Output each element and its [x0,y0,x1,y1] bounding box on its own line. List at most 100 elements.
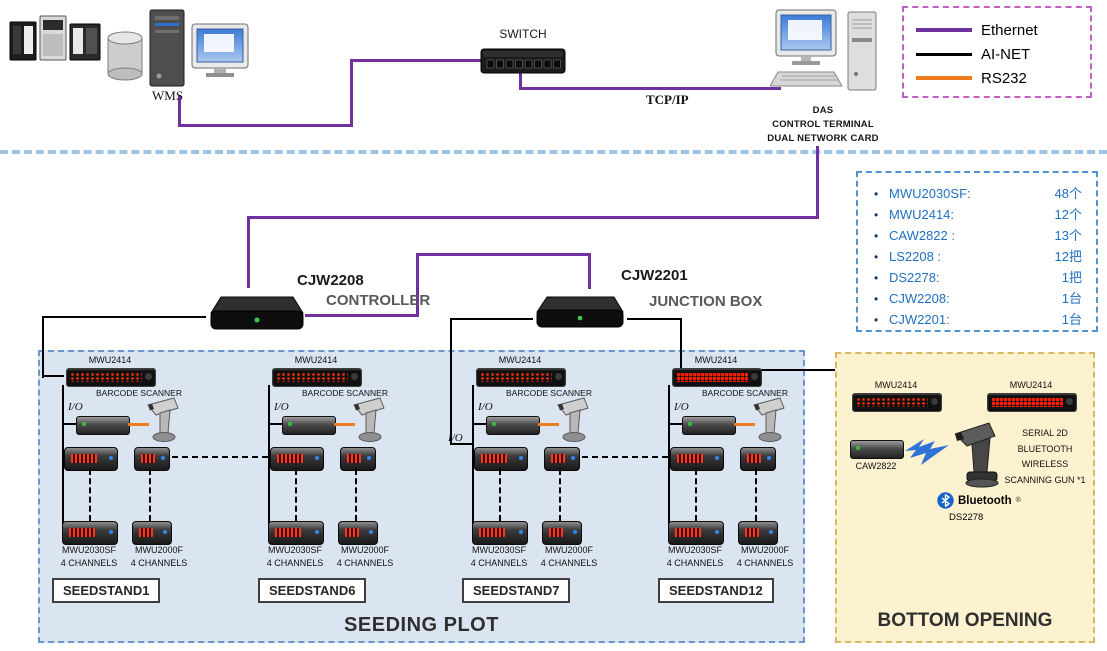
rs232-line-swatch [916,76,972,80]
dashed-connection [695,469,697,521]
ai-net-line [270,423,283,425]
ethernet-line [350,59,482,62]
gun-model-label: DS2278 [949,512,984,523]
ai-net-line [42,375,64,377]
ethernet-line [178,96,181,127]
das-label: DAS [812,105,834,116]
bullet-icon: • [874,187,879,201]
dashed-connection [149,469,151,521]
das-terminal-labels: DAS CONTROL TERMINAL DUAL NETWORK CARD [745,104,901,146]
seedstand: MWU2414 BARCODE SCANNER I/O I/O MWU2030S… [448,354,662,616]
dashed-connection [559,469,561,521]
ethernet-line [416,253,419,317]
device-model-label: MWU2000F [134,545,183,555]
ai-net-line [450,318,452,445]
ai-net-line [627,318,682,320]
channels-label: 4 CHANNELS [336,558,394,568]
parts-row: • MWU2414: 12个 [874,204,1084,225]
legend-label: Ethernet [981,21,1038,39]
junction-box-device-icon [536,296,624,328]
dashed-connection [89,469,91,521]
ethernet-line [519,73,522,90]
channel-reader-device [542,521,582,545]
channel-reader-device [268,521,324,545]
channel-reader-device [472,521,528,545]
seedstand-name-box: SEEDSTAND7 [462,578,571,603]
gun-text-line: WIRELESS [1021,459,1069,469]
parts-row: • LS2208 : 12把 [874,246,1084,267]
caw-reader-device [282,416,336,435]
device-model-label: MWU2000F [740,545,789,555]
dashed-connection [499,469,501,521]
channel-reader-device [668,521,724,545]
bluetooth-label: Bluetooth [958,494,1012,507]
device-model-label: MWU2030SF [667,545,722,555]
rs232-line [734,423,755,426]
ai-net-line [450,318,533,320]
display-model-label: MWU2414 [694,355,738,365]
parts-row: • CAW2822 : 13个 [874,225,1084,246]
legend-item-rs232: RS232 [916,69,1027,87]
channel-reader-device [544,447,580,471]
ai-net-bus-line [62,385,64,534]
ai-net-line [760,369,846,371]
section-divider-line [0,150,1107,154]
part-qty: 12个 [1054,207,1082,222]
led-display-bar [852,393,942,412]
ai-net-bus-line [268,385,270,534]
seeding-plot-area: SEEDING PLOT [38,350,805,643]
barcode-scanner-icon [753,397,785,442]
seedstand-name-box: SEEDSTAND12 [658,578,774,603]
bullet-icon: • [874,229,879,243]
part-name: LS2208 : [889,249,942,264]
channel-reader-device [338,521,378,545]
channel-reader-device [64,447,118,471]
led-display-bar [987,393,1077,412]
ethernet-line [416,253,591,256]
barcode-scanner-icon [557,397,589,442]
io-label: I/O [68,401,83,413]
channel-reader-device [132,521,172,545]
tcpip-label: TCP/IP [646,92,689,107]
dual-network-card-label: DUAL NETWORK CARD [767,133,879,144]
parts-row: • DS2278: 1把 [874,267,1084,288]
channel-reader-device [738,521,778,545]
caw-reader-device [486,416,540,435]
control-terminal-label: CONTROL TERMINAL [772,119,874,130]
das-terminal-icon [770,9,877,91]
bullet-icon: • [874,313,879,327]
barcode-scanner-icon [147,397,179,442]
ethernet-line [247,216,250,288]
caw-reader-device [682,416,736,435]
led-display-bar [66,368,156,387]
part-qty: 1把 [1061,270,1082,285]
channel-reader-device [134,447,170,471]
channel-reader-device [740,447,776,471]
controller-device-icon [210,296,304,330]
registered-mark: ® [1015,497,1021,504]
seedstand-name-box: SEEDSTAND6 [258,578,367,603]
bullet-icon: • [874,292,879,306]
legend-label: AI-NET [981,45,1031,63]
bullet-icon: • [874,271,879,285]
ai-net-line [450,443,474,445]
gun-text-line: BLUETOOTH [1017,443,1073,454]
device-model-label: MWU2000F [340,545,389,555]
channel-reader-device [474,447,528,471]
part-qty: 48个 [1054,186,1082,201]
scanning-gun-icon [955,422,999,488]
parts-row: • CJW2201: 1台 [874,309,1084,330]
scanning-gun-description: SERIAL 2D BLUETOOTH WIRELESS SCANNING GU… [995,426,1095,488]
channels-label: 4 CHANNELS [666,558,724,568]
continuation-dashes [582,456,668,458]
ai-net-line-swatch [916,52,972,56]
dashed-connection [295,469,297,521]
ethernet-line [588,253,591,289]
part-name: CJW2201: [889,312,950,327]
caw2822-device [850,440,904,459]
io-label: I/O [274,401,289,413]
channel-reader-device [62,521,118,545]
part-name: MWU2030SF: [889,186,971,201]
wms-label: WMS [152,88,184,103]
